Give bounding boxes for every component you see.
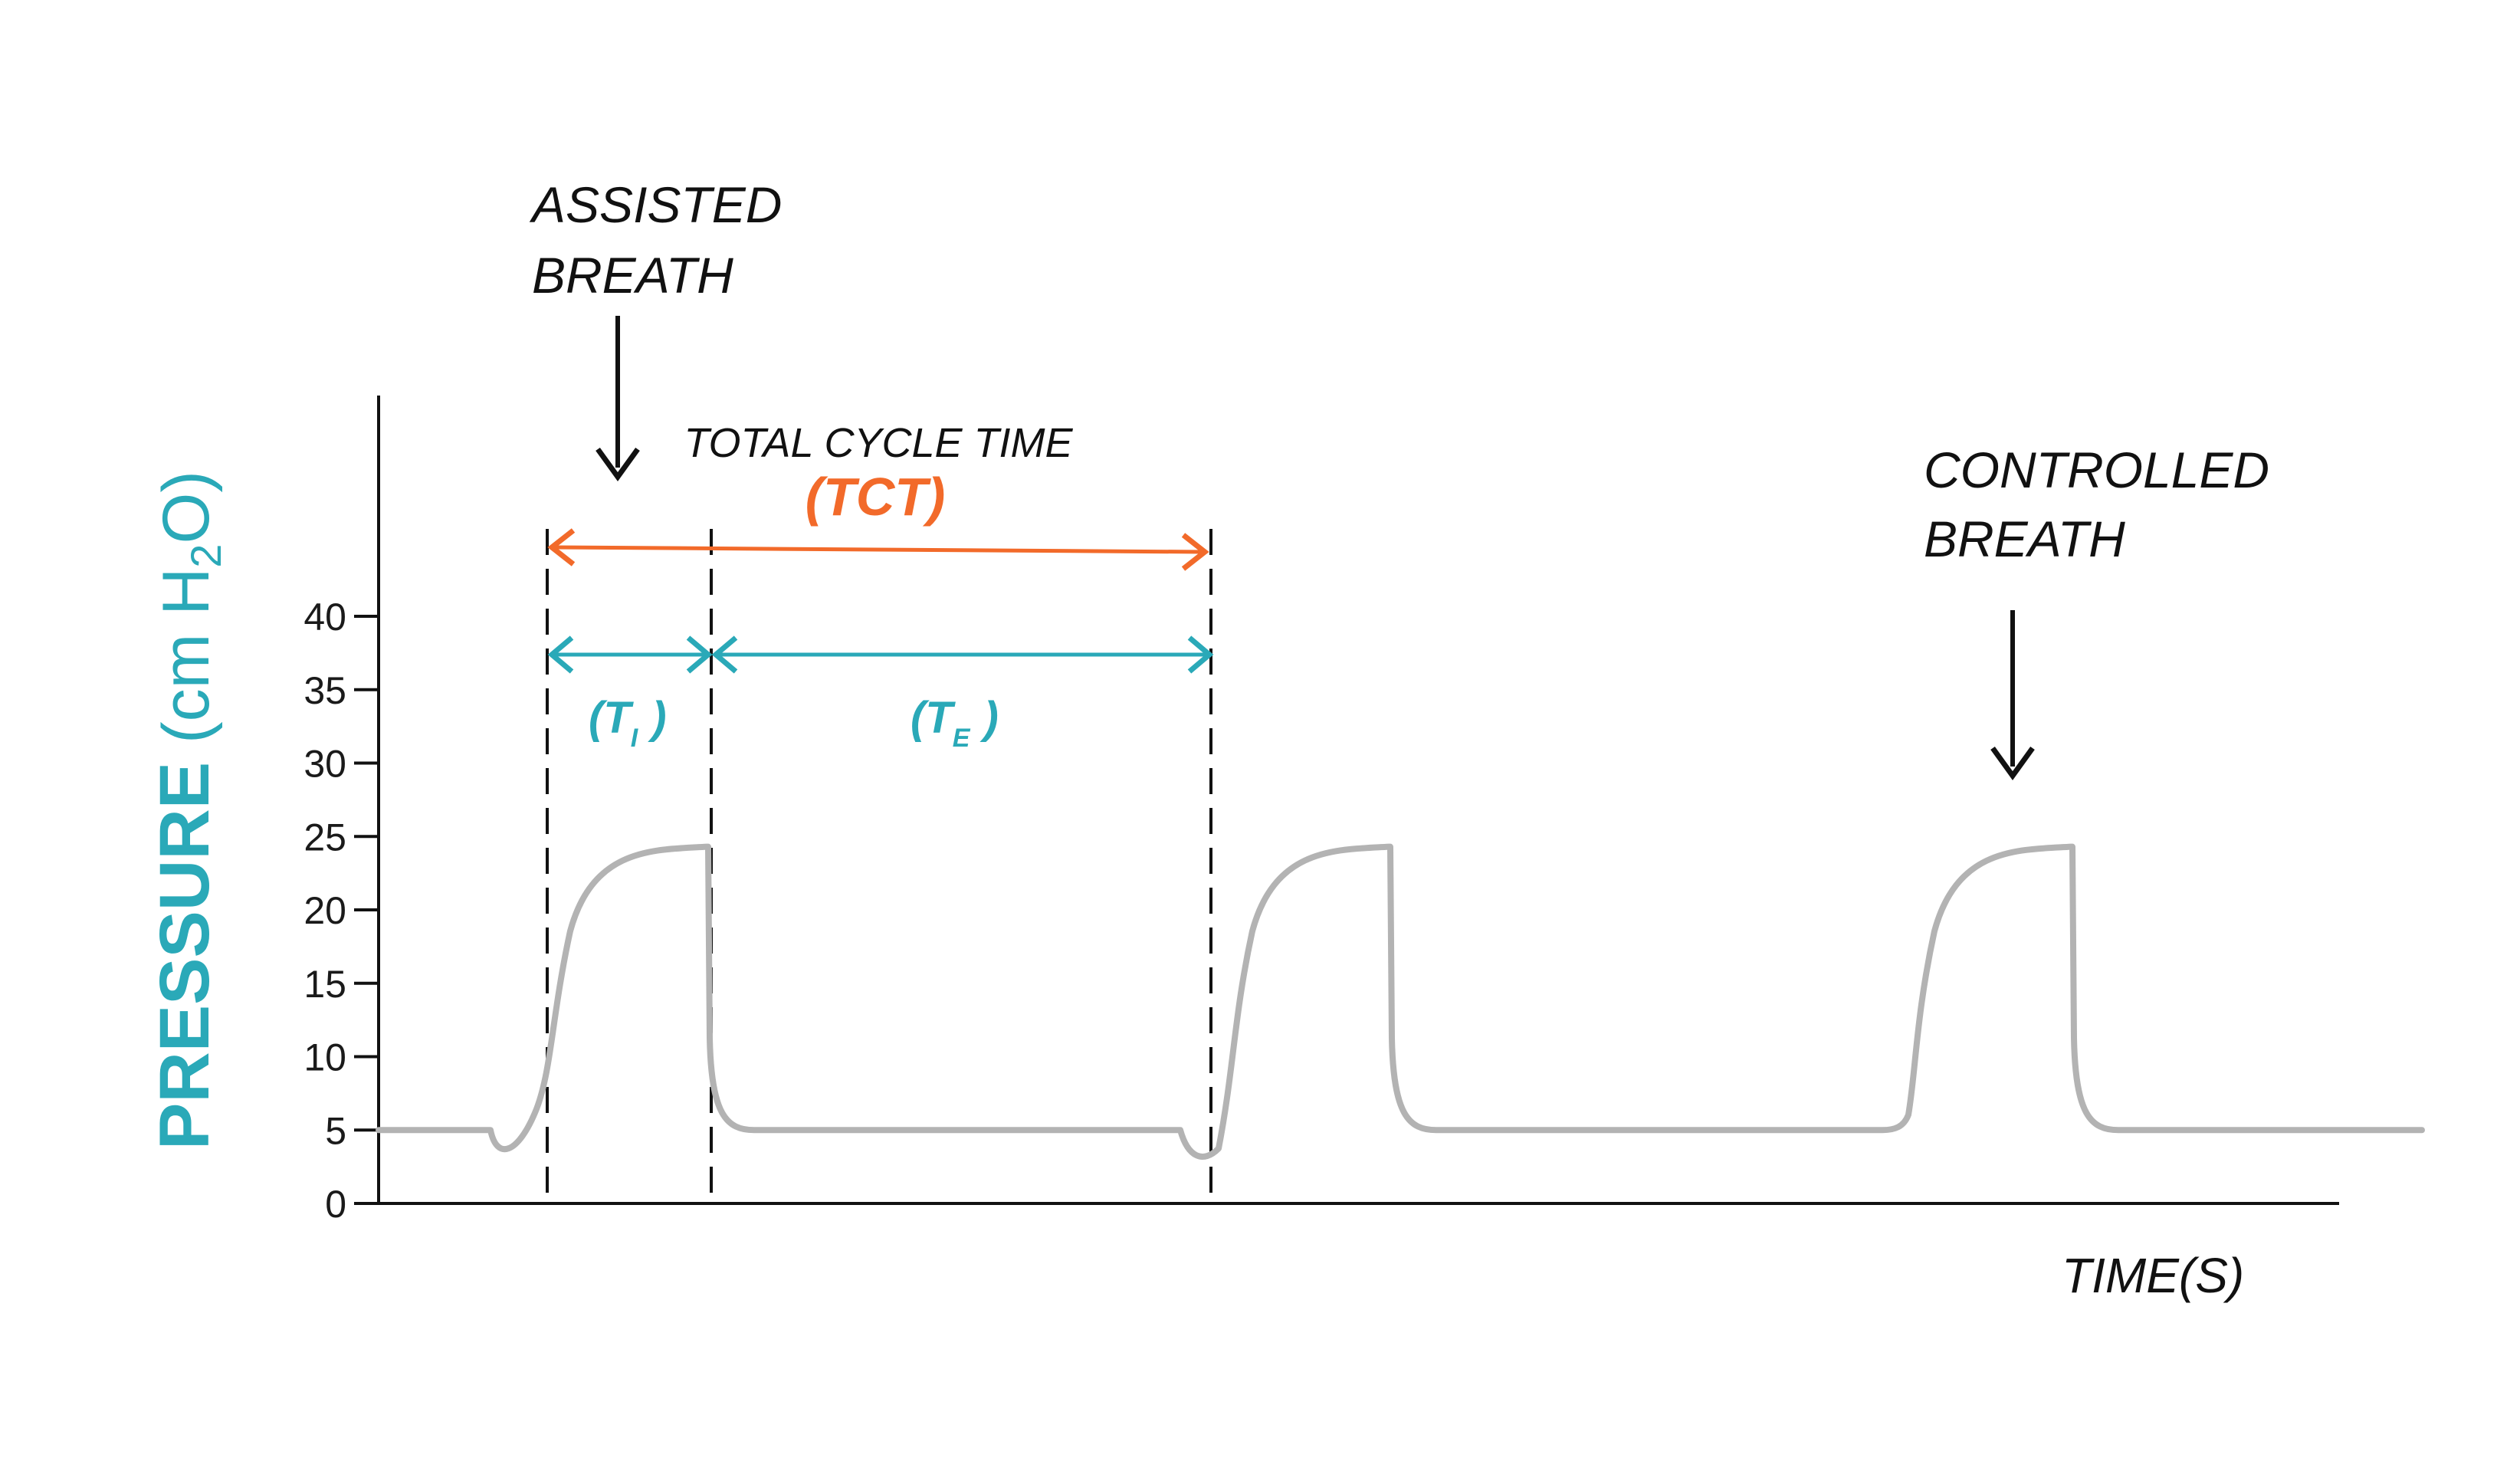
x-axis-label: TIME(S): [2062, 1248, 2244, 1303]
assisted-breath-arrow-head: [596, 447, 640, 481]
y-tick-label-25: 25: [304, 816, 346, 859]
pressure-trace: [376, 843, 2425, 1160]
y-tick-label-35: 35: [304, 669, 346, 712]
tct-label: (TCT): [806, 467, 946, 527]
te-arrow-head-left: [711, 635, 738, 674]
controlled-breath-arrow-head: [1990, 746, 2035, 780]
y-axis-label-unit-open: (cm H: [149, 568, 223, 762]
assisted-breath-label-line1: ASSISTED: [529, 176, 782, 233]
y-tick-label-40: 40: [304, 596, 346, 639]
y-axis-label: PRESSURE (cm H2O): [146, 471, 230, 1150]
ti-label-close: ): [647, 693, 666, 743]
y-tick-label-0: 0: [325, 1183, 346, 1226]
total-cycle-time-label: TOTAL CYCLE TIME: [684, 420, 1073, 466]
assisted-breath-label-line2: BREATH: [532, 247, 733, 304]
te-label-sub: E: [953, 724, 971, 753]
te-label-close: ): [979, 693, 998, 743]
y-tick-label-5: 5: [325, 1109, 346, 1152]
controlled-breath-label-line2: BREATH: [1924, 511, 2125, 567]
te-label: (TE): [911, 693, 999, 753]
y-tick-label-20: 20: [304, 889, 346, 932]
cycle-markers: [546, 529, 1212, 1203]
ti-label-sub: I: [631, 724, 639, 753]
y-axis-label-main: PRESSURE: [146, 762, 224, 1150]
y-axis-label-unit-sub: 2: [182, 544, 230, 568]
y-axis-label-unit-close: O): [149, 471, 223, 544]
te-arrow-head-right: [1187, 635, 1214, 674]
ti-label-open: (T: [589, 693, 634, 743]
tct-arrow: [554, 545, 1203, 554]
te-label-open: (T: [911, 693, 956, 743]
ti-arrow-head-left: [547, 635, 574, 674]
controlled-breath-label-line1: CONTROLLED: [1924, 442, 2269, 498]
y-ticks: 0 5 10 15 20 25 30 35 40: [304, 596, 379, 1226]
y-tick-label-30: 30: [304, 743, 346, 786]
y-tick-label-10: 10: [304, 1036, 346, 1079]
ti-label: (TI): [589, 693, 667, 753]
ti-arrow-head-right: [686, 635, 713, 674]
tct-arrow-head-left: [547, 528, 576, 566]
tct-arrow-head-right: [1181, 533, 1209, 571]
y-tick-label-15: 15: [304, 963, 346, 1006]
